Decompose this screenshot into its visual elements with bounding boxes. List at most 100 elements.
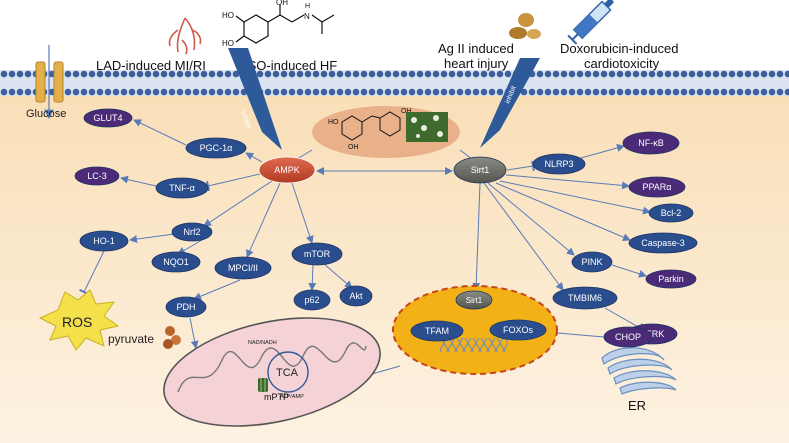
inhibition-edge xyxy=(79,250,105,296)
lipid-head xyxy=(208,88,216,96)
activation-edge xyxy=(499,180,651,215)
lipid-head xyxy=(288,70,296,78)
lipid-head xyxy=(664,70,672,78)
activation-edge xyxy=(120,175,157,187)
lipid-head xyxy=(688,88,696,96)
lipid-head xyxy=(368,88,376,96)
lipid-head xyxy=(304,88,312,96)
node-nrf2: Nrf2 xyxy=(171,222,213,242)
lipid-head xyxy=(736,88,744,96)
activation-edge xyxy=(505,174,630,190)
node-nuc-sirt1: Sirt1 xyxy=(455,290,493,310)
lipid-head xyxy=(640,70,648,78)
lipid-head xyxy=(648,70,656,78)
lipid-head xyxy=(456,88,464,96)
node-bcl2: Bcl-2 xyxy=(648,203,694,223)
node-pink: PINK xyxy=(571,251,613,273)
node-lc3: LC-3 xyxy=(74,166,120,186)
lipid-head xyxy=(504,70,512,78)
lipid-head xyxy=(672,70,680,78)
node-shape xyxy=(532,153,586,175)
node-label: mTOR xyxy=(304,249,331,259)
activation-edge xyxy=(246,182,281,258)
lipid-head xyxy=(256,70,264,78)
inhibition-edge xyxy=(205,173,261,192)
glucose-transporter xyxy=(35,61,64,103)
mptp-label: mPTP xyxy=(264,392,289,402)
lipid-head xyxy=(224,88,232,96)
activation-edge xyxy=(483,182,564,291)
inhibit-bolt-right xyxy=(480,58,540,148)
node-shape xyxy=(165,296,207,318)
node-label: GLUT4 xyxy=(93,113,122,123)
node-shape xyxy=(171,222,213,242)
lipid-head xyxy=(448,70,456,78)
lipid-head xyxy=(488,88,496,96)
lipid-head xyxy=(416,70,424,78)
lipid-head xyxy=(752,70,760,78)
lipid-head xyxy=(560,70,568,78)
lipid-head xyxy=(488,70,496,78)
node-mtor: mTOR xyxy=(291,242,343,266)
lipid-head xyxy=(312,70,320,78)
lipid-head xyxy=(8,70,16,78)
lipid-head xyxy=(232,70,240,78)
lipid-head xyxy=(400,88,408,96)
lipid-head xyxy=(480,70,488,78)
cell-membrane xyxy=(0,70,789,96)
lipid-head xyxy=(744,70,752,78)
activation-edge xyxy=(611,264,647,278)
lipid-head xyxy=(568,88,576,96)
lipid-head xyxy=(696,70,704,78)
lipid-head xyxy=(72,88,80,96)
pyruvate-molecule xyxy=(171,335,181,345)
ros-label: ROS xyxy=(62,314,92,330)
node-nfkb: NF-κB xyxy=(622,131,680,155)
lipid-head xyxy=(216,88,224,96)
node-label: HO-1 xyxy=(93,236,115,246)
lipid-head xyxy=(304,70,312,78)
lipid-head xyxy=(88,70,96,78)
node-shape xyxy=(83,108,133,128)
lipid-head xyxy=(672,88,680,96)
lipid-head xyxy=(384,88,392,96)
node-chop: CHOP xyxy=(603,326,653,348)
lipid-head xyxy=(592,88,600,96)
title-dox-line2: cardiotoxicity xyxy=(584,56,660,71)
dna-strand xyxy=(440,338,508,352)
pyruvate-molecule xyxy=(163,339,173,349)
activation-edge xyxy=(291,182,314,244)
lipid-head xyxy=(344,70,352,78)
lipid-head xyxy=(368,70,376,78)
node-shape xyxy=(552,286,618,310)
lipid-head xyxy=(352,88,360,96)
lipid-head xyxy=(408,88,416,96)
h-label: H xyxy=(305,3,310,10)
lipid-head xyxy=(560,88,568,96)
lipid-head xyxy=(184,88,192,96)
lipid-head xyxy=(144,70,152,78)
node-label: NF-κB xyxy=(638,138,664,148)
lipid-head xyxy=(648,88,656,96)
lipid-head xyxy=(224,70,232,78)
node-shape xyxy=(293,289,331,311)
lipid-head xyxy=(168,88,176,96)
lipid-head xyxy=(520,88,528,96)
node-label: Nrf2 xyxy=(183,227,200,237)
lipid-head xyxy=(384,70,392,78)
lipid-head xyxy=(80,70,88,78)
node-label: PGC-1α xyxy=(200,143,233,153)
node-shape xyxy=(628,176,686,198)
lipid-head xyxy=(496,70,504,78)
node-shape xyxy=(410,320,464,342)
title-dox-line1: Doxorubicin-induced xyxy=(560,41,679,56)
lipid-head xyxy=(104,88,112,96)
node-shape xyxy=(258,156,316,184)
lipid-head xyxy=(376,70,384,78)
activation-edge xyxy=(487,182,575,256)
inhibition-edge xyxy=(604,307,644,333)
lipid-head xyxy=(168,70,176,78)
pathway-nodes: GLUT4PGC-1αLC-3TNF-αAMPKNrf2HO-1NQO1MPCI… xyxy=(74,108,698,348)
lipid-head xyxy=(24,88,32,96)
lipid-head xyxy=(120,70,128,78)
